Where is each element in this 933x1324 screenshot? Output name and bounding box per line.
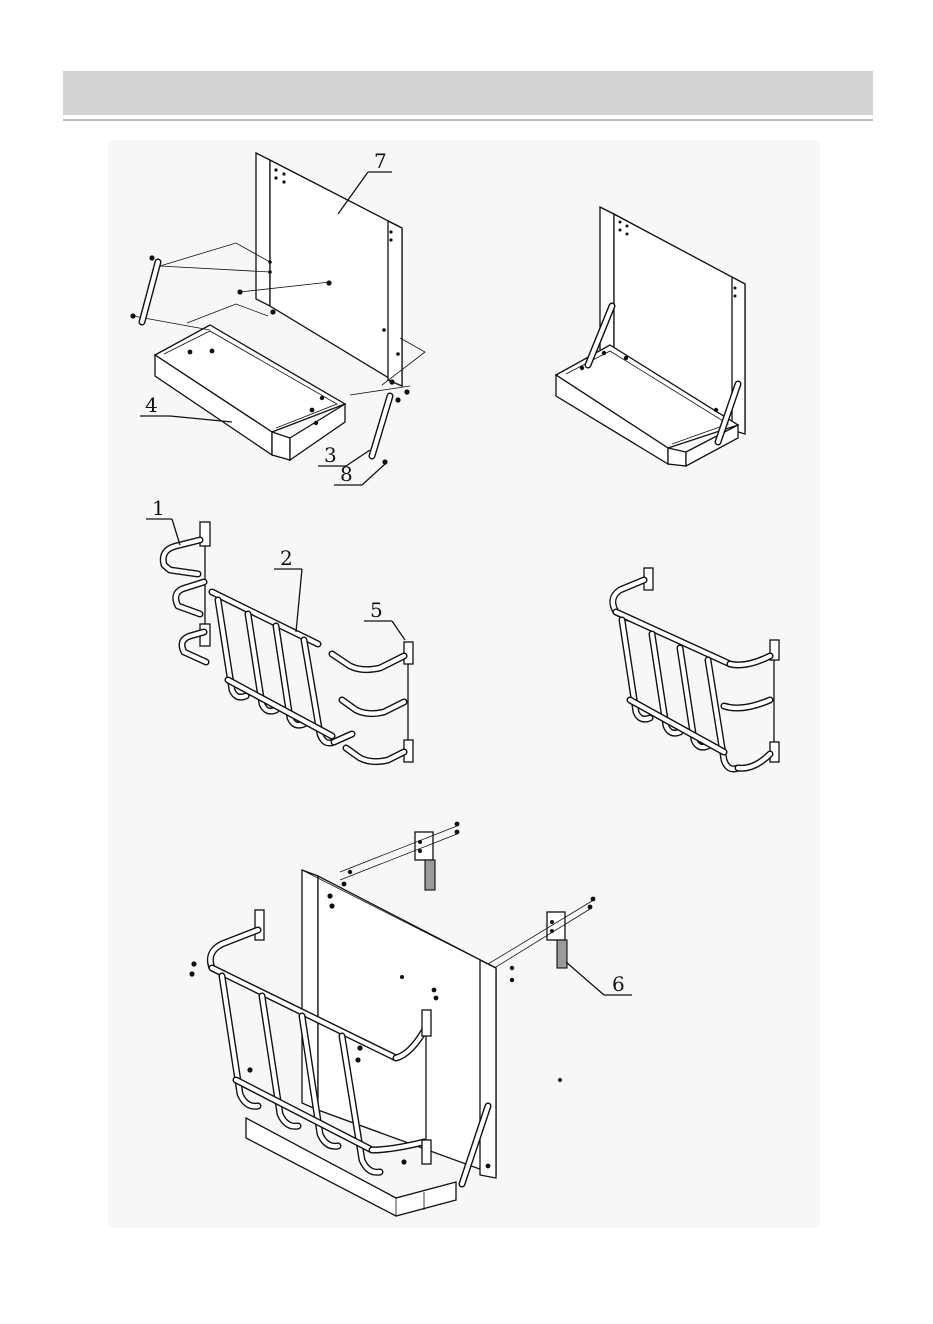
part-label-4: 4 — [145, 393, 158, 417]
callout-2: 2 — [274, 546, 302, 632]
part-label-7: 7 — [374, 149, 387, 173]
step1-exploded-board-shelf — [130, 153, 425, 465]
callout-6: 6 — [566, 962, 632, 996]
callout-1: 1 — [146, 496, 180, 545]
part-label-2: 2 — [280, 546, 293, 570]
step2-assembled-rack — [613, 568, 779, 769]
part-label-1: 1 — [152, 496, 165, 520]
part-label-8: 8 — [340, 462, 353, 486]
step1-assembled-board-shelf — [556, 207, 745, 466]
part-label-3: 3 — [324, 443, 337, 467]
part-label-6: 6 — [612, 972, 625, 996]
step3-final-assembly — [189, 822, 595, 1216]
callout-8: 8 — [334, 462, 385, 486]
callout-5: 5 — [364, 598, 405, 640]
part-label-5: 5 — [370, 598, 383, 622]
